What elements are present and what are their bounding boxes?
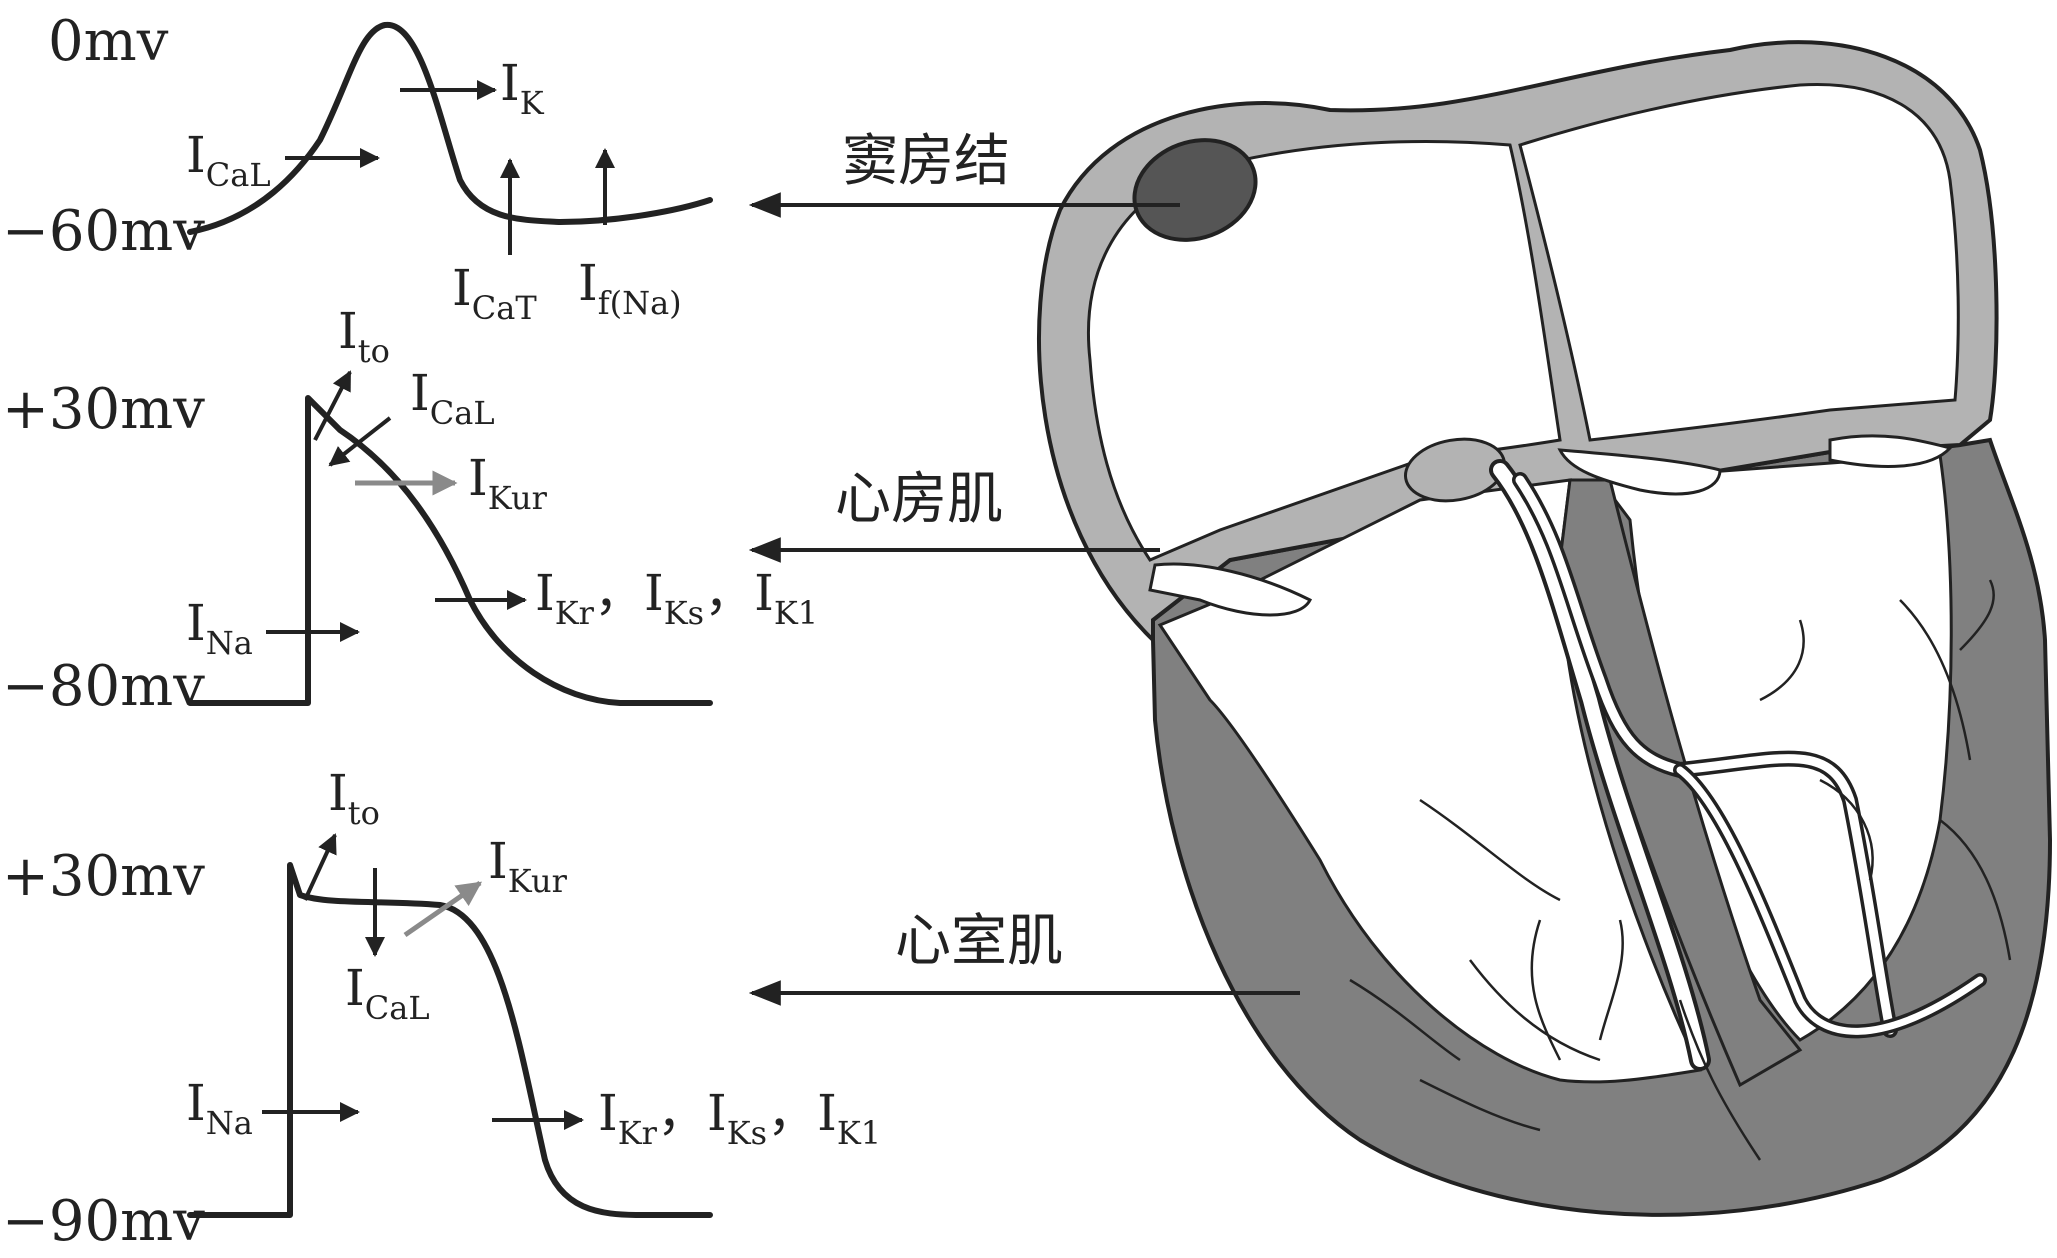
sa-voltage-bottom: −60mv — [2, 199, 205, 264]
conduction-system — [1489, 459, 1987, 1071]
leader-lines: 窦房结 心房肌 心室肌 — [748, 129, 1300, 1006]
atrial-trace — [187, 395, 713, 706]
atrial-ito-arrow — [313, 370, 352, 441]
atrial-ical-label: ICaL — [410, 364, 495, 432]
atrial-ical-arrow — [328, 416, 392, 467]
icat-label: ICaT — [452, 259, 537, 327]
sa-node-tissue-label: 窦房结 — [842, 129, 1010, 194]
ical-label: ICaL — [186, 126, 271, 194]
sa-node-trace — [187, 21, 713, 235]
tricuspid-valve — [1148, 562, 1313, 617]
sa-node — [1132, 138, 1258, 242]
atrial-ikur-label: IKur — [468, 449, 548, 517]
ventricular-ito-arrow — [303, 833, 337, 901]
ventricular-ical-label: ICaL — [345, 959, 430, 1027]
ventricular-ina-label: INa — [186, 1074, 253, 1142]
if-label: If(Na) — [578, 254, 682, 322]
ventricular-ikur-arrow — [403, 880, 483, 938]
left-atrium-cavity — [1518, 82, 1960, 442]
sa-node-panel: 0mv −60mv IK ICaL ICaT If(Na) — [2, 9, 713, 327]
mitral-valve — [1828, 434, 1953, 468]
atrial-ina-label: INa — [186, 594, 253, 662]
sa-voltage-top: 0mv — [48, 9, 169, 74]
ventricular-tissue-label: 心室肌 — [895, 909, 1063, 974]
ventricular-trace — [187, 862, 713, 1218]
ventricular-panel: +30mv −90mv Ito ICaL IKur INa IKr，IKs，IK… — [2, 764, 881, 1254]
atrial-ito-label: Ito — [338, 302, 390, 370]
atrial-voltage-bottom: −80mv — [2, 654, 205, 719]
atrial-repol-label: IKr，IKs，IK1 — [535, 564, 818, 632]
ventricular-repol-label: IKr，IKs，IK1 — [598, 1084, 881, 1152]
ventricular-voltage-bottom: −90mv — [2, 1189, 205, 1254]
heart-illustration — [1037, 40, 2053, 1217]
atrial-voltage-top: +30mv — [2, 377, 205, 442]
ik-label: IK — [500, 54, 545, 122]
right-ventricle-cavity — [1157, 478, 1703, 1084]
valve-leaflet — [1557, 448, 1722, 496]
atrial-panel: +30mv −80mv Ito ICaL IKur INa IKr，IKs，IK… — [2, 302, 818, 719]
atrial-tissue-label: 心房肌 — [835, 467, 1003, 532]
ventricular-voltage-top: +30mv — [2, 844, 205, 909]
ventricular-ito-label: Ito — [328, 764, 380, 832]
ventricular-ikur-label: IKur — [488, 832, 568, 900]
purkinje-fibers — [1349, 579, 2012, 1161]
